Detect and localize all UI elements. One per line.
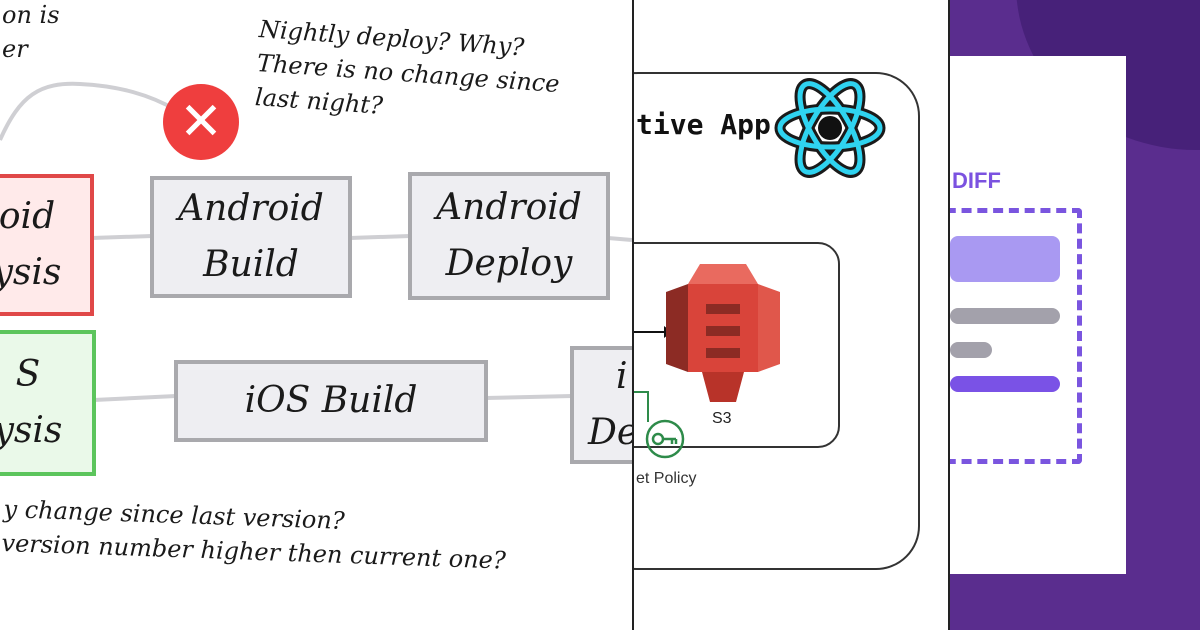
react-native-s3-panel: tive App S3: [632, 0, 950, 630]
app-title: tive App: [636, 108, 771, 141]
ios-build-box: iOS Build: [174, 360, 488, 442]
s3-label: S3: [712, 410, 732, 427]
ios-deploy-line2: De: [588, 412, 632, 453]
diff-bar-line-2: [950, 342, 992, 358]
react-logo-icon: [774, 78, 886, 178]
note-top-left-2: er: [2, 35, 28, 63]
x-glyph: ✕: [179, 92, 223, 152]
ios-analysis-line1: S: [15, 354, 41, 395]
android-deploy-line1: Android: [436, 187, 582, 228]
android-deploy-line2: Deploy: [445, 243, 573, 284]
connector-android-deploy-next: [607, 236, 632, 242]
ios-deploy-box: i De: [570, 346, 632, 464]
android-analysis-line1: oid: [0, 196, 56, 237]
ios-analysis-line2: ysis: [0, 410, 63, 451]
note-top-left-1: on is: [2, 1, 60, 29]
connector-ios-analysis-build: [93, 394, 177, 402]
connector-android-analysis-build: [91, 234, 153, 240]
ios-deploy-line1: i: [616, 356, 628, 397]
android-deploy-box: Android Deploy: [408, 172, 610, 300]
s3-bucket-icon: [666, 264, 780, 402]
app-container-frame: [634, 72, 920, 570]
connector-android-build-deploy: [349, 234, 411, 240]
diff-title: DIFF: [952, 168, 1001, 193]
s3-group-frame: [634, 242, 840, 448]
android-analysis-box: oid ysis: [0, 174, 94, 316]
pipeline-sketch-panel: on is er Nightly deploy? Why? There is n…: [0, 1, 632, 575]
diff-bar-highlight: [950, 236, 1060, 282]
android-build-line2: Build: [203, 244, 299, 285]
diff-bar-line-1: [950, 308, 1060, 324]
connector-top-arc: [0, 81, 177, 141]
policy-label: et Policy: [636, 470, 697, 487]
policy-connector: [634, 391, 649, 422]
connector-ios-build-deploy: [485, 394, 573, 400]
diff-bar-line-3: [950, 376, 1060, 392]
key-icon: [645, 419, 685, 459]
ios-build-line1: iOS Build: [244, 380, 418, 421]
pipeline-connectors: [0, 81, 632, 402]
diff-dashed-frame: [950, 208, 1082, 464]
android-analysis-line2: ysis: [0, 252, 62, 293]
android-build-box: Android Build: [150, 176, 352, 298]
android-build-line1: Android: [178, 188, 324, 229]
ios-analysis-box: S ysis: [0, 330, 96, 476]
x-circle-icon: ✕: [163, 84, 239, 160]
diff-panel: DIFF: [950, 0, 1200, 630]
